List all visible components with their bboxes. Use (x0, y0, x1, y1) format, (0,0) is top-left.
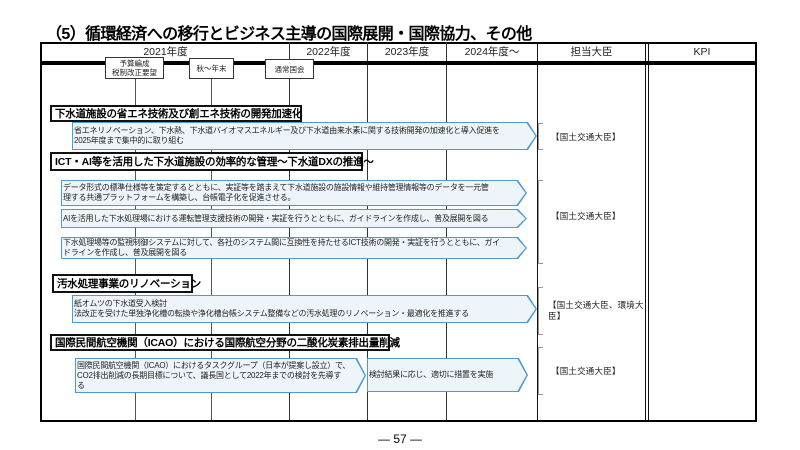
column-divider-double (648, 42, 649, 420)
roadmap-arrow: 省エネリノベーション、下水熱、下水道バイオマスエネルギー及び下水道由来水素に関す… (72, 122, 537, 150)
minister-text: 【国土交通大臣、環境大臣】 (548, 300, 644, 321)
arrow-text: 検討結果に応じ、適切に措置を実施 (369, 370, 493, 379)
bracket (538, 180, 543, 264)
header-fy2022: 2022年度 (306, 46, 351, 58)
bracket (538, 347, 543, 395)
minister-text: 【国土交通大臣】 (551, 211, 621, 221)
column-divider (537, 42, 538, 420)
arrow-text: データ形式の標準仕様等を策定するとともに、実証等を踏まえて下水道施設の施設情報や… (63, 183, 489, 202)
arrow-text: AIを活用した下水処理場における運転管理支援技術の開発・実証を行うとともに、ガイ… (63, 213, 489, 223)
milestone-diet: 通常国会 (265, 59, 314, 79)
page-title: （5）循環経済への移行とビジネス主導の国際展開・国際協力、その他 (46, 26, 532, 43)
section-title-icao: 国際民間航空機関（ICAO）における国際航空分野の二酸化炭素排出量削減 (50, 334, 400, 351)
header-fy2023: 2023年度 (384, 46, 430, 58)
roadmap-arrow: 検討結果に応じ、適切に措置を実施 (367, 358, 528, 392)
column-divider (289, 42, 290, 420)
arrow-text: 国際民間航空機関（ICAO）におけるタスクグループ（日本が提案し設立）で、 CO… (77, 360, 351, 390)
header-fy2021: 2021年度 (143, 46, 188, 58)
milestone-autumn: 秋～年末 (189, 58, 234, 79)
section-title-energy: 下水道施設の省エネ技術及び創エネ技術の開発加速化 (50, 105, 302, 122)
section-title-dx: ICT・AI等を活用した下水道施設の効率的な管理～下水道DXの推進～ (50, 152, 374, 171)
roadmap-arrow: 国際民間航空機関（ICAO）におけるタスクグループ（日本が提案し設立）で、 CO… (75, 358, 366, 393)
minister-text: 【国土交通大臣】 (551, 366, 621, 376)
roadmap-arrow: AIを活用した下水処理場における運転管理支援技術の開発・実証を行うとともに、ガイ… (61, 209, 527, 228)
header-rule (40, 61, 757, 65)
header-minister: 担当大臣 (570, 46, 613, 58)
milestone-budget: 予算編成 税制改正要望 (105, 57, 164, 79)
arrow-text: 下水処理場等の監視制御システムに対して、各社のシステム間に互換性を持たせるICT… (63, 238, 501, 257)
page-number: — 57 — (377, 432, 422, 446)
column-divider (367, 42, 368, 420)
column-divider (446, 42, 447, 420)
bracket (538, 287, 543, 335)
section-title-wastewater: 汚水処理事業のリノベーション (52, 274, 201, 293)
roadmap-arrow: 紙オムツの下水道受入検討 法改正を受けた単独浄化槽の転換や浄化槽台帳システム整備… (72, 295, 537, 323)
column-divider-double (645, 42, 646, 420)
minister-text: 【国土交通大臣】 (551, 132, 621, 142)
arrow-text: 紙オムツの下水道受入検討 法改正を受けた単独浄化槽の転換や浄化槽台帳システム整備… (74, 299, 469, 318)
arrow-text: 省エネリノベーション、下水熱、下水道バイオマスエネルギー及び下水道由来水素に関す… (74, 126, 500, 145)
bracket (538, 123, 543, 150)
header-kpi: KPI (693, 46, 711, 58)
roadmap-arrow: データ形式の標準仕様等を策定するとともに、実証等を踏まえて下水道施設の施設情報や… (61, 180, 527, 206)
roadmap-arrow: 下水処理場等の監視制御システムに対して、各社のシステム間に互換性を持たせるICT… (61, 237, 527, 259)
roadmap-table-frame (40, 42, 757, 422)
header-fy2024: 2024年度～ (464, 46, 520, 58)
